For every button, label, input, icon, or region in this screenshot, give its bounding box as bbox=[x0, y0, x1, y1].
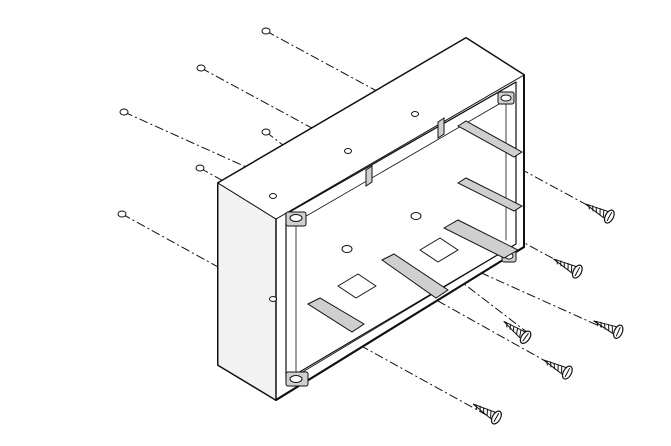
inner-back-line-a bbox=[295, 99, 507, 223]
inner-bottom-edge bbox=[295, 249, 507, 377]
wall-hole-6 bbox=[117, 210, 127, 218]
center-line-3 bbox=[123, 111, 618, 335]
screw-2 bbox=[549, 252, 585, 281]
wall-hole-4 bbox=[261, 128, 271, 136]
mounting-bar-center bbox=[381, 253, 449, 299]
mounting-bar-right bbox=[442, 219, 520, 259]
screw-3 bbox=[590, 313, 626, 341]
corner-lug-top-right bbox=[497, 91, 515, 105]
box-bottom-edge bbox=[275, 246, 525, 401]
floor-pad-1 bbox=[337, 273, 377, 299]
mount-hole-1 bbox=[410, 212, 422, 220]
wall-rib-upper bbox=[457, 120, 523, 158]
wall-rib-lower bbox=[456, 177, 524, 212]
wall-rib-top-small bbox=[437, 117, 445, 139]
wall-hole-1 bbox=[261, 27, 271, 35]
inner-top-wall-edge bbox=[285, 81, 517, 215]
screw-6 bbox=[468, 397, 504, 427]
wall-holes bbox=[117, 27, 271, 218]
screw-1 bbox=[581, 197, 617, 226]
wall-hole-2 bbox=[196, 64, 206, 72]
floor-pad-2 bbox=[419, 237, 459, 263]
corner-lug-bottom-left bbox=[285, 371, 309, 387]
screw-5 bbox=[539, 353, 575, 382]
mounting-bar-left bbox=[306, 297, 365, 333]
corner-lug-top-left bbox=[285, 211, 307, 227]
mount-hole-5 bbox=[344, 148, 352, 154]
wall-hole-5 bbox=[195, 164, 205, 172]
back-box bbox=[217, 37, 525, 401]
screw-4 bbox=[499, 315, 534, 346]
mount-hole-6 bbox=[411, 111, 419, 117]
mount-hole-4 bbox=[269, 193, 277, 199]
wall-hole-3 bbox=[119, 108, 129, 116]
mount-hole-3 bbox=[269, 296, 277, 302]
mount-hole-2 bbox=[341, 245, 353, 253]
wall-rib-mid-small bbox=[365, 165, 373, 187]
box-left-side-face bbox=[217, 182, 277, 401]
